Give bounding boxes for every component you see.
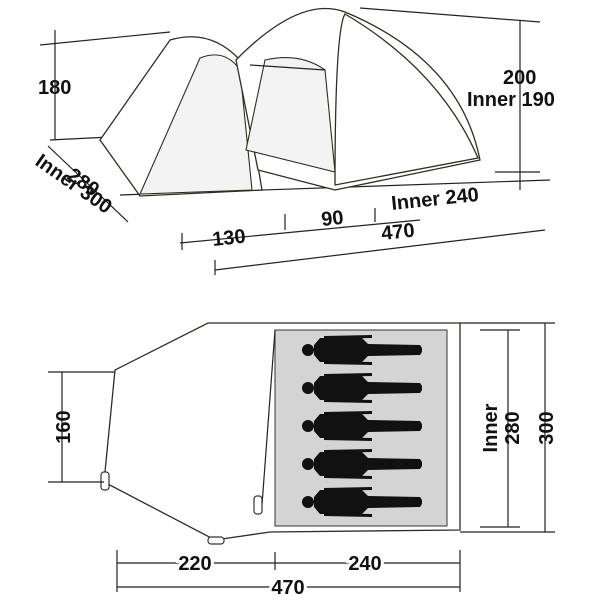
inner-length-label: Inner 240 (390, 184, 480, 215)
total-length-label: 470 (271, 577, 304, 599)
person-icon (302, 487, 422, 517)
floor-line (214, 229, 546, 271)
guide-line (359, 7, 541, 23)
porch-length-label: 130 (211, 226, 246, 251)
depth-inner-label: Inner 300 (31, 150, 116, 218)
dome-side-panel (334, 13, 479, 186)
height-rear-inner-label: Inner 190 (467, 89, 555, 111)
height-front-label: 180 (38, 77, 71, 99)
porch-width-label: 160 (53, 410, 75, 443)
person-icon (302, 373, 422, 403)
outer-width-label: 300 (536, 411, 558, 444)
peg-icon (253, 495, 263, 515)
persons-group (302, 335, 422, 517)
tent-3d-view: 180 200 Inner 190 280 Inner 300 130 90 I… (31, 7, 555, 275)
porch-length-label: 220 (178, 553, 211, 575)
peg-icon (207, 536, 225, 545)
person-icon (302, 335, 422, 365)
inner-width-label: 280 (502, 411, 524, 444)
guide-line (49, 136, 111, 141)
guide-line (39, 31, 171, 46)
floor-plan-view: 160 Inner 280 300 220 240 470 (48, 322, 558, 600)
inner-length-label: 240 (348, 553, 381, 575)
total-length-label: 470 (380, 220, 415, 245)
porch-guy-line (261, 329, 276, 506)
middle-length-label: 90 (320, 207, 344, 231)
floor-line (179, 219, 421, 244)
person-icon (302, 449, 422, 479)
height-rear-label: 200 (503, 67, 536, 89)
peg-icon (100, 471, 110, 491)
depth-dim-line (47, 145, 129, 223)
person-icon (302, 411, 422, 441)
door-line (249, 64, 326, 71)
inner-width-prefix: Inner (480, 403, 502, 452)
